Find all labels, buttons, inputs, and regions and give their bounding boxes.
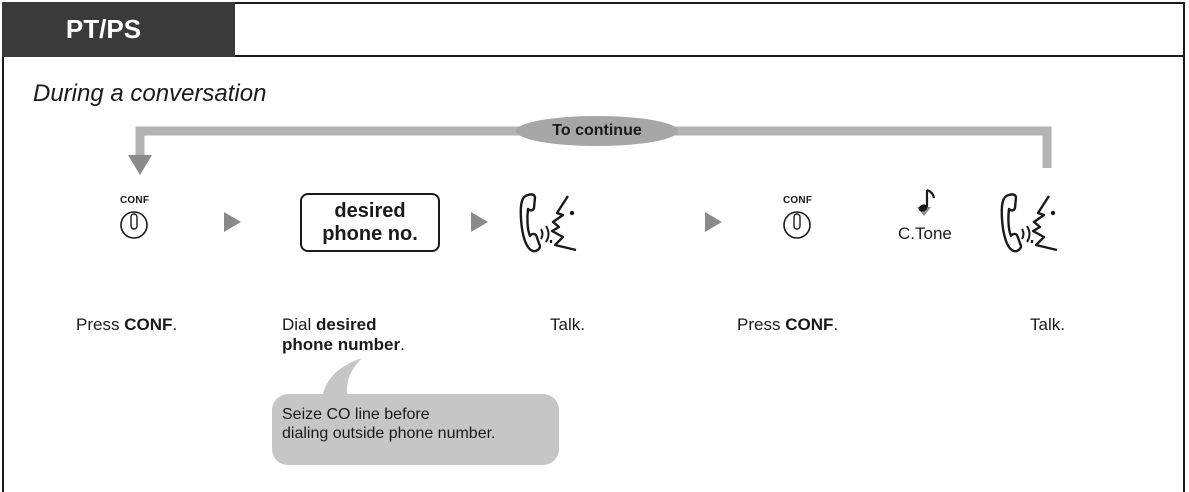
step-talk: Talk. [1030,315,1065,334]
dial-number-box: desired phone no. [300,193,440,252]
header-rule [235,55,1185,57]
conf-button-label: CONF [120,195,150,206]
talk-handset-icon [1000,193,1058,253]
confirmation-tone-label: C.Tone [898,224,952,243]
step-press-conf: Press CONF. [737,315,839,334]
confirmation-tone-icon [917,188,936,216]
conf-button-label: CONF [783,195,813,206]
arrow-right-icon [705,212,722,232]
header-tab: PT/PS [2,2,235,57]
loop-arrowhead-icon [128,155,152,175]
header-tab-label: PT/PS [65,14,142,44]
conf-button-icon [120,211,148,239]
step-press-conf: Press CONF. [76,315,178,334]
talk-handset-icon [519,193,577,253]
conf-button-icon [783,211,811,239]
note-bubble-tail [322,358,362,398]
loop-label: To continue [516,116,678,146]
note-bubble: Seize CO line before dialing outside pho… [272,394,559,465]
subtitle: During a conversation [33,80,267,107]
arrow-right-icon [471,212,488,232]
step-talk: Talk. [550,315,585,334]
arrow-right-icon [224,212,241,232]
